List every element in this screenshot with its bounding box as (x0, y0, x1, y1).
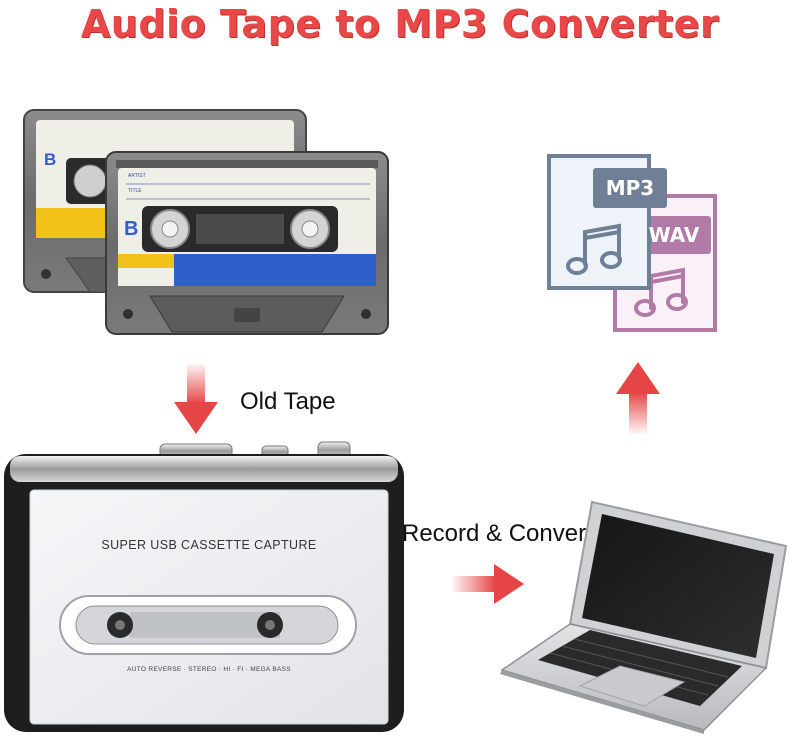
right-arrow-icon (452, 564, 524, 604)
laptop-illustration (500, 500, 788, 734)
cassette-back-side-label: B (44, 150, 57, 169)
player-subcaption: AUTO REVERSE · STEREO · HI · FI · MEGA B… (127, 666, 291, 673)
cassette-title-line: TITLE (128, 188, 142, 194)
mp3-badge: MP3 (605, 176, 655, 200)
page-title: Audio Tape to MP3 Converter (80, 2, 720, 46)
record-convert-label: Record & Convert (402, 520, 593, 547)
down-arrow-icon (174, 364, 218, 434)
cassette-front-side-label: B (124, 218, 139, 240)
audio-files-illustration (547, 154, 717, 332)
cassette-tapes-illustration (23, 109, 389, 335)
mp3-file-icon (547, 154, 667, 290)
wav-badge: WAV (648, 223, 700, 247)
up-arrow-icon (616, 362, 660, 434)
old-tape-label: Old Tape (240, 388, 336, 415)
player-caption: SUPER USB CASSETTE CAPTURE (101, 538, 317, 552)
cassette-front (105, 151, 389, 335)
cassette-artist-line: ARTIST (128, 173, 146, 179)
usb-cassette-player (4, 441, 404, 732)
